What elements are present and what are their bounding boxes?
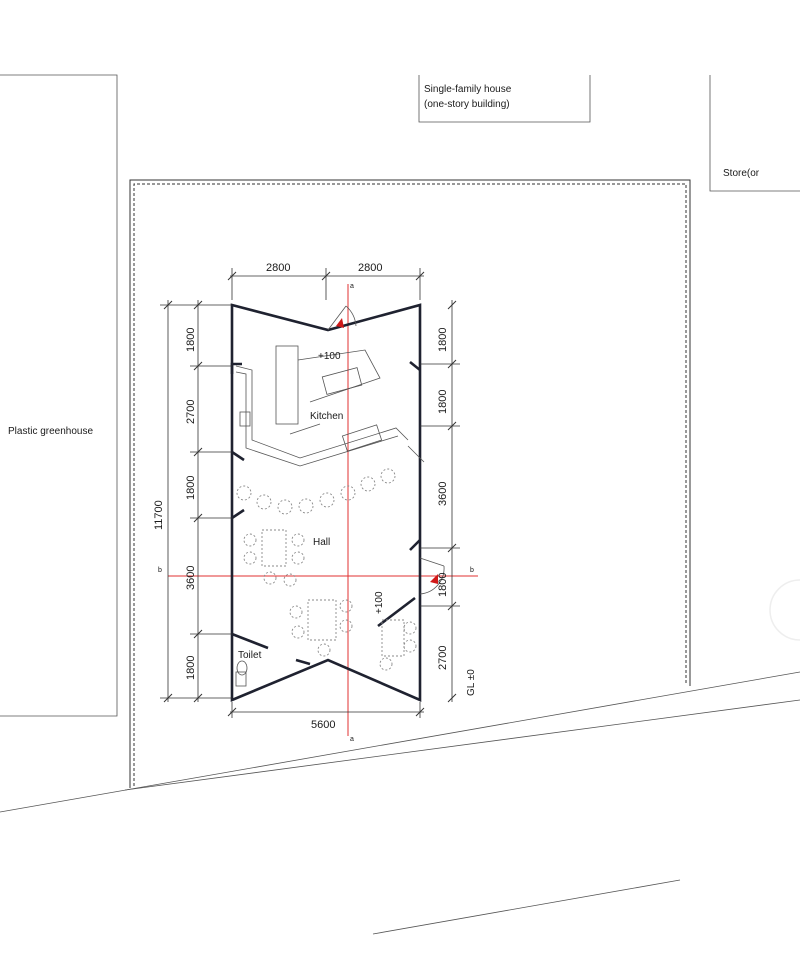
dim-top-right: 2800	[358, 262, 382, 274]
dim-top-left: 2800	[266, 262, 290, 274]
section-a-top: a	[350, 283, 354, 290]
neighbor-store: Store(or	[709, 75, 800, 192]
neighbor-greenhouse-label: Plastic greenhouse	[8, 426, 93, 437]
kitchen-counter	[235, 345, 409, 467]
dim-right-2: 1800	[437, 390, 449, 414]
kitchen-label: Kitchen	[310, 411, 343, 422]
section-lines: a a b b	[158, 283, 478, 743]
building-outline	[230, 303, 422, 702]
toilet-fixture	[235, 660, 248, 687]
dimension-left-total: 11700	[153, 300, 232, 703]
dimension-right: 1800 1800 3600 1800 2700	[420, 300, 460, 703]
dim-left-2: 2700	[185, 400, 197, 424]
neighbor-house-label-1: Single-family house	[424, 84, 512, 95]
dimension-bottom: 5600	[227, 702, 425, 731]
dim-right-3: 3600	[437, 482, 449, 506]
dimension-left: 1800 2700 1800 3600 1800	[185, 300, 232, 703]
dimension-top: 2800 2800	[227, 262, 425, 300]
neighbor-store-label: Store(or	[723, 168, 760, 179]
dim-left-1: 1800	[185, 328, 197, 352]
section-b-right: b	[470, 567, 474, 574]
neighbor-house: Single-family house (one-story building)	[418, 75, 591, 123]
road	[0, 671, 800, 935]
hall-label: Hall	[313, 537, 330, 548]
hall-tables	[243, 529, 417, 671]
section-a-bottom: a	[350, 736, 354, 743]
side-door	[407, 445, 445, 595]
dim-bottom: 5600	[311, 719, 335, 731]
dim-left-total: 11700	[153, 500, 165, 530]
edge-feature	[769, 579, 800, 641]
neighbor-house-label-2: (one-story building)	[424, 99, 510, 110]
toilet-label: Toilet	[238, 650, 262, 661]
entrance-door	[327, 305, 357, 331]
dim-left-5: 1800	[185, 656, 197, 680]
site-boundary	[129, 179, 691, 788]
dim-right-4: 1800	[437, 573, 449, 597]
dim-right-1: 1800	[437, 328, 449, 352]
ground-level-label: GL ±0	[466, 669, 477, 696]
hall-level-label: +100	[374, 591, 385, 614]
hall-stools	[236, 468, 396, 515]
dim-left-4: 3600	[185, 566, 197, 590]
dim-left-3: 1800	[185, 476, 197, 500]
neighbor-greenhouse: Plastic greenhouse	[0, 74, 118, 717]
interior-walls	[230, 360, 421, 666]
dim-right-5: 2700	[437, 646, 449, 670]
section-b-left: b	[158, 567, 162, 574]
kitchen-level-label: +100	[318, 351, 341, 362]
